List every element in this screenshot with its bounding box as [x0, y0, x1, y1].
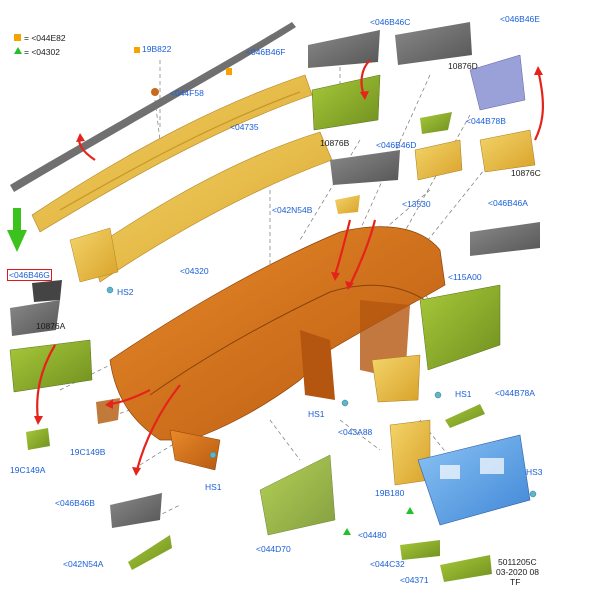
callout-046b46b[interactable]: <046B46B: [55, 498, 95, 508]
callout-044b78a[interactable]: <044B78A: [495, 388, 535, 398]
square-marker-icon: [134, 46, 140, 53]
callout-19c149a[interactable]: 19C149A: [10, 465, 46, 475]
callout-046b46g-highlighted[interactable]: <046B46G: [7, 269, 52, 281]
diagram-date: 03-2020 08: [496, 567, 540, 577]
legend-triangle-marker: [14, 47, 22, 54]
callout-046b46e[interactable]: <046B46E: [500, 14, 540, 24]
callout-046b46c[interactable]: <046B46C: [370, 17, 411, 27]
callout-hs2[interactable]: HS2: [117, 287, 134, 297]
callout-04371[interactable]: <04371: [400, 575, 429, 585]
callout-13530[interactable]: <13530: [402, 199, 431, 209]
callout-10876b[interactable]: 10876B: [320, 138, 350, 148]
callout-hs1-mid[interactable]: HS1: [308, 409, 325, 419]
callout-10876a[interactable]: 10876A: [36, 321, 66, 331]
green-arrow-head: [7, 230, 27, 252]
legend-square-marker: [14, 34, 21, 41]
callout-10876d[interactable]: 10876D: [448, 61, 478, 71]
callout-115a00[interactable]: <115A00: [448, 272, 482, 282]
legend-triangle-label: = <04302: [24, 47, 60, 57]
callout-044d70[interactable]: <044D70: [256, 544, 291, 554]
green-arrow-shaft: [13, 208, 21, 232]
callout-044c32[interactable]: <044C32: [370, 559, 405, 569]
callout-046b46a[interactable]: <046B46A: [488, 198, 528, 208]
callout-text: 19B822: [142, 44, 172, 54]
callout-043a88[interactable]: <043A88: [338, 427, 373, 437]
callout-042n54a[interactable]: <042N54A: [63, 559, 104, 569]
callout-hs1-low[interactable]: HS1: [205, 482, 222, 492]
callout-19b822[interactable]: 19B822: [134, 44, 171, 54]
diagram-id: 5011205C: [498, 557, 537, 567]
callout-10876c[interactable]: 10876C: [511, 168, 541, 178]
callout-04735[interactable]: <04735: [230, 122, 259, 132]
callout-04320[interactable]: <04320: [180, 266, 209, 276]
callout-04480[interactable]: <04480: [358, 530, 387, 540]
callout-hs3[interactable]: HS3: [526, 467, 543, 477]
callout-046b46f[interactable]: <046B46F: [246, 47, 286, 57]
callout-042n54b[interactable]: <042N54B: [272, 205, 313, 215]
upper-trim-strip-shape: [10, 22, 296, 192]
callout-19c149b[interactable]: 19C149B: [70, 447, 106, 457]
diagram-author: TF: [510, 577, 521, 587]
callout-044f58[interactable]: <044F58: [170, 88, 204, 98]
legend-square-label: = <044E82: [24, 33, 66, 43]
callout-19b180[interactable]: 19B180: [375, 488, 405, 498]
callout-046b46d[interactable]: <046B46D: [376, 140, 417, 150]
callout-hs1-right[interactable]: HS1: [455, 389, 472, 399]
callout-044b78b[interactable]: <044B78B: [466, 116, 506, 126]
